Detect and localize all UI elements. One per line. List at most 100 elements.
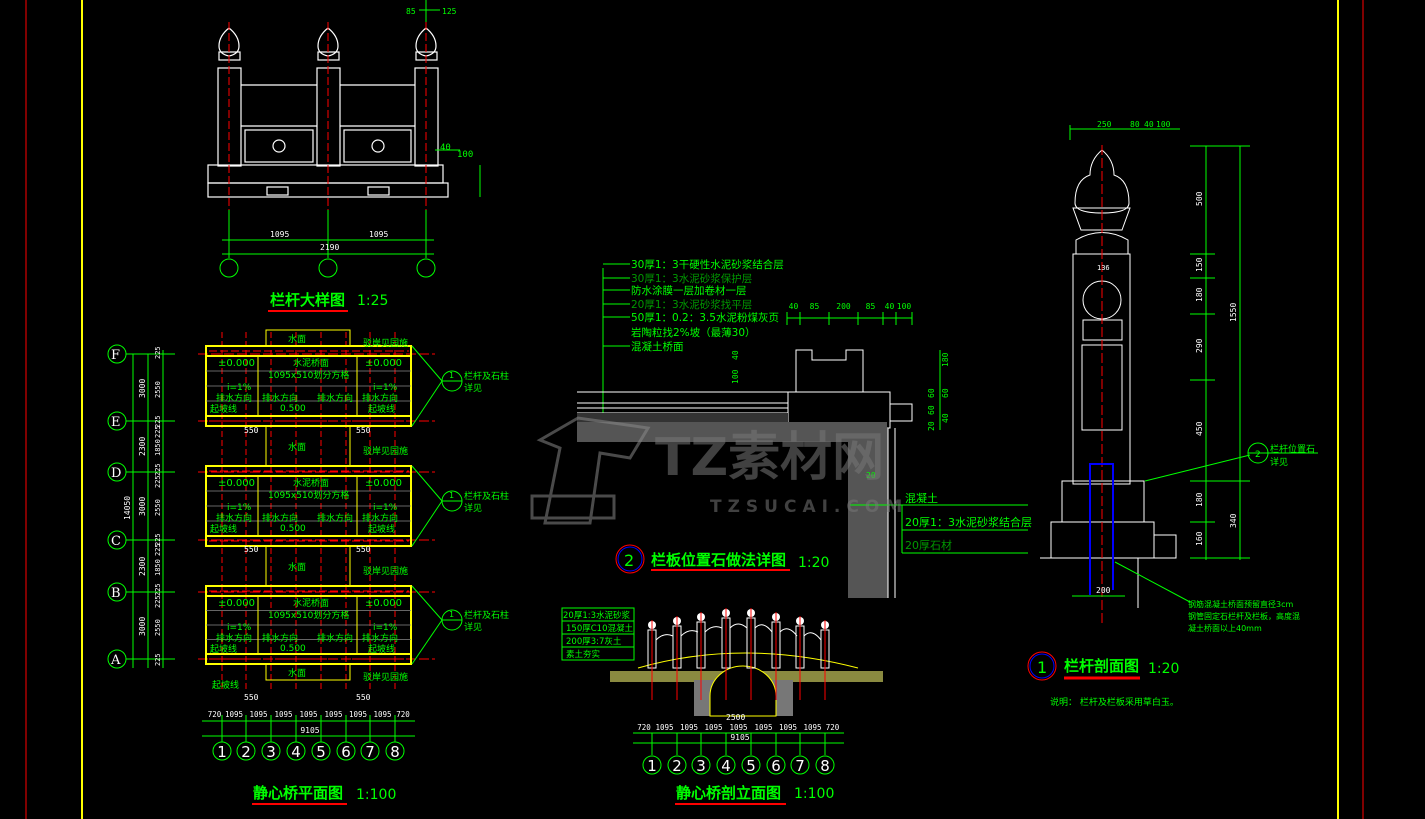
dim-text-bottom: 1095: [324, 710, 342, 719]
ref-text: 详见: [464, 621, 482, 633]
dim-total-right: 340: [1229, 513, 1238, 528]
axis-bubble: [416, 258, 436, 278]
dim-text-right: 180: [1195, 287, 1204, 302]
axis-label-col: 1: [647, 757, 657, 775]
leader-line: [411, 345, 443, 382]
dim-total: 9105: [730, 733, 749, 742]
dim-text-bottom: 1095: [299, 710, 317, 719]
railing-panel: [779, 628, 798, 637]
dim-text-bottom: 720: [396, 710, 410, 719]
dim-text: 40: [885, 302, 895, 311]
ref-text: 栏杆位置石: [1270, 443, 1315, 455]
drain-label: 排水方向: [216, 512, 252, 524]
axis-label-col: 8: [390, 743, 400, 761]
gap-dim: 550: [356, 545, 371, 554]
railing-panel: [655, 634, 674, 641]
axis-bubble: [219, 258, 239, 278]
water-channel: [265, 329, 351, 347]
drawing-scale: 1:20: [798, 555, 829, 571]
dim-text-bottom: 1095: [655, 723, 673, 732]
watermark-brand: TZ素材网: [655, 428, 884, 488]
dim-total-bottom: 9105: [300, 726, 319, 735]
span-dim: 2500: [726, 713, 745, 722]
axis-label-col: 4: [721, 757, 731, 775]
surface-label: 水泥桥面: [293, 597, 329, 609]
drawing-title: 栏杆大样图: [270, 291, 345, 309]
dim-text-left: 225: [154, 543, 162, 556]
axis-label-col: 6: [341, 743, 351, 761]
dim-text-left: 225: [154, 653, 162, 666]
leader-line: [411, 465, 443, 502]
axis-bubble-col: [741, 755, 761, 775]
leader-line: [411, 585, 443, 621]
dim-text: 40: [1144, 120, 1154, 129]
gap-dim: 550: [356, 426, 371, 435]
drain-label: 排水方向: [262, 392, 298, 404]
dim-text-left: 2300: [138, 437, 147, 456]
dim-text-left: 2550: [154, 381, 162, 398]
detail-number: 2: [624, 551, 634, 570]
bank-label: 驳岸见园施: [363, 671, 408, 683]
elevation-label: ±0.000: [218, 358, 255, 369]
ref-text: 栏杆及石柱: [464, 490, 509, 502]
drain-label: 排水方向: [216, 392, 252, 404]
water-channel: [265, 545, 351, 587]
grid-label: 1095x510划分方格: [268, 369, 349, 381]
dim-text-right: 450: [1195, 421, 1204, 436]
dim-total-right: 1550: [1229, 303, 1238, 322]
drawing-title: 静心桥平面图: [253, 784, 343, 802]
axis-bubble-col: [336, 741, 356, 761]
bridge-plan: ±0.000±0.000水泥桥面1095x510划分方格i=1%i=1%排水方向…: [107, 329, 509, 805]
ref-number: 2: [1255, 450, 1261, 460]
surface-label: 水泥桥面: [293, 477, 329, 489]
ref-text: 详见: [464, 382, 482, 394]
dim-text-right: 500: [1195, 191, 1204, 206]
dim-text: 85: [810, 302, 820, 311]
dim-text-left: 225: [154, 475, 162, 488]
dim-text: 40: [941, 413, 950, 423]
dim-text-right: 290: [1195, 338, 1204, 353]
dim-text-left: 225: [154, 463, 162, 476]
dim-text-left: 225: [154, 415, 162, 428]
dim-text-left: 2300: [138, 557, 147, 576]
axis-bubble-col: [815, 755, 835, 775]
axis-label-col: 6: [771, 757, 781, 775]
leader-line: [411, 380, 443, 427]
elevation-mid: 0.500: [280, 644, 306, 654]
dim-text: 85: [406, 7, 416, 16]
slope-line-label: 起坡线: [212, 679, 239, 691]
slope-line-label: 起坡线: [368, 643, 395, 655]
note-line: 凝土桥面以上40mm: [1188, 623, 1262, 633]
dim-text: 125: [442, 7, 457, 16]
water-label: 水面: [288, 667, 306, 679]
dim-text-bottom: 720: [208, 710, 222, 719]
layer-label: 素土夯实: [566, 649, 600, 660]
dim-text-right: 150: [1195, 257, 1204, 272]
dim-text: 40: [731, 350, 740, 360]
dim-text-left: 225: [154, 425, 162, 438]
dim-text-bottom: 1095: [274, 710, 292, 719]
balustrade-detail: 85 125 1095 1095 2190 40 100 栏杆大样图 1:25: [207, 0, 481, 312]
dim-text: 40: [440, 143, 451, 153]
dim-text-bottom: 1095: [225, 710, 243, 719]
slope-line-label: 起坡线: [210, 643, 237, 655]
ref-text: 详见: [464, 502, 482, 514]
panel-right: [343, 129, 412, 163]
axis-label-col: 8: [820, 757, 830, 775]
dim-text-left: 3000: [138, 497, 147, 516]
railing-panel: [754, 624, 773, 633]
elevation-label: ±0.000: [365, 358, 402, 369]
drain-label: 排水方向: [317, 632, 353, 644]
layer-label: 50厚1：0.2：3.5水泥粉煤灰页: [631, 311, 779, 324]
drawing-title: 栏板位置石做法详图: [651, 551, 786, 569]
note-line: 钢筋混凝土桥面预留直径3cm: [1188, 599, 1293, 609]
drawing-scale: 1:100: [356, 787, 396, 803]
panel-left: [244, 129, 314, 163]
railing-panel: [729, 623, 748, 629]
elevation-label: ±0.000: [365, 598, 402, 609]
dim-text-bottom: 1095: [754, 723, 772, 732]
dim-text: 1095: [270, 230, 289, 239]
bridge-section-elevation: 20厚1:3水泥砂浆 150厚C10混凝土 200厚3:7灰土 素土夯实 720…: [561, 607, 883, 805]
axis-label-row: D: [111, 466, 121, 481]
axis-label-row: C: [111, 534, 121, 549]
